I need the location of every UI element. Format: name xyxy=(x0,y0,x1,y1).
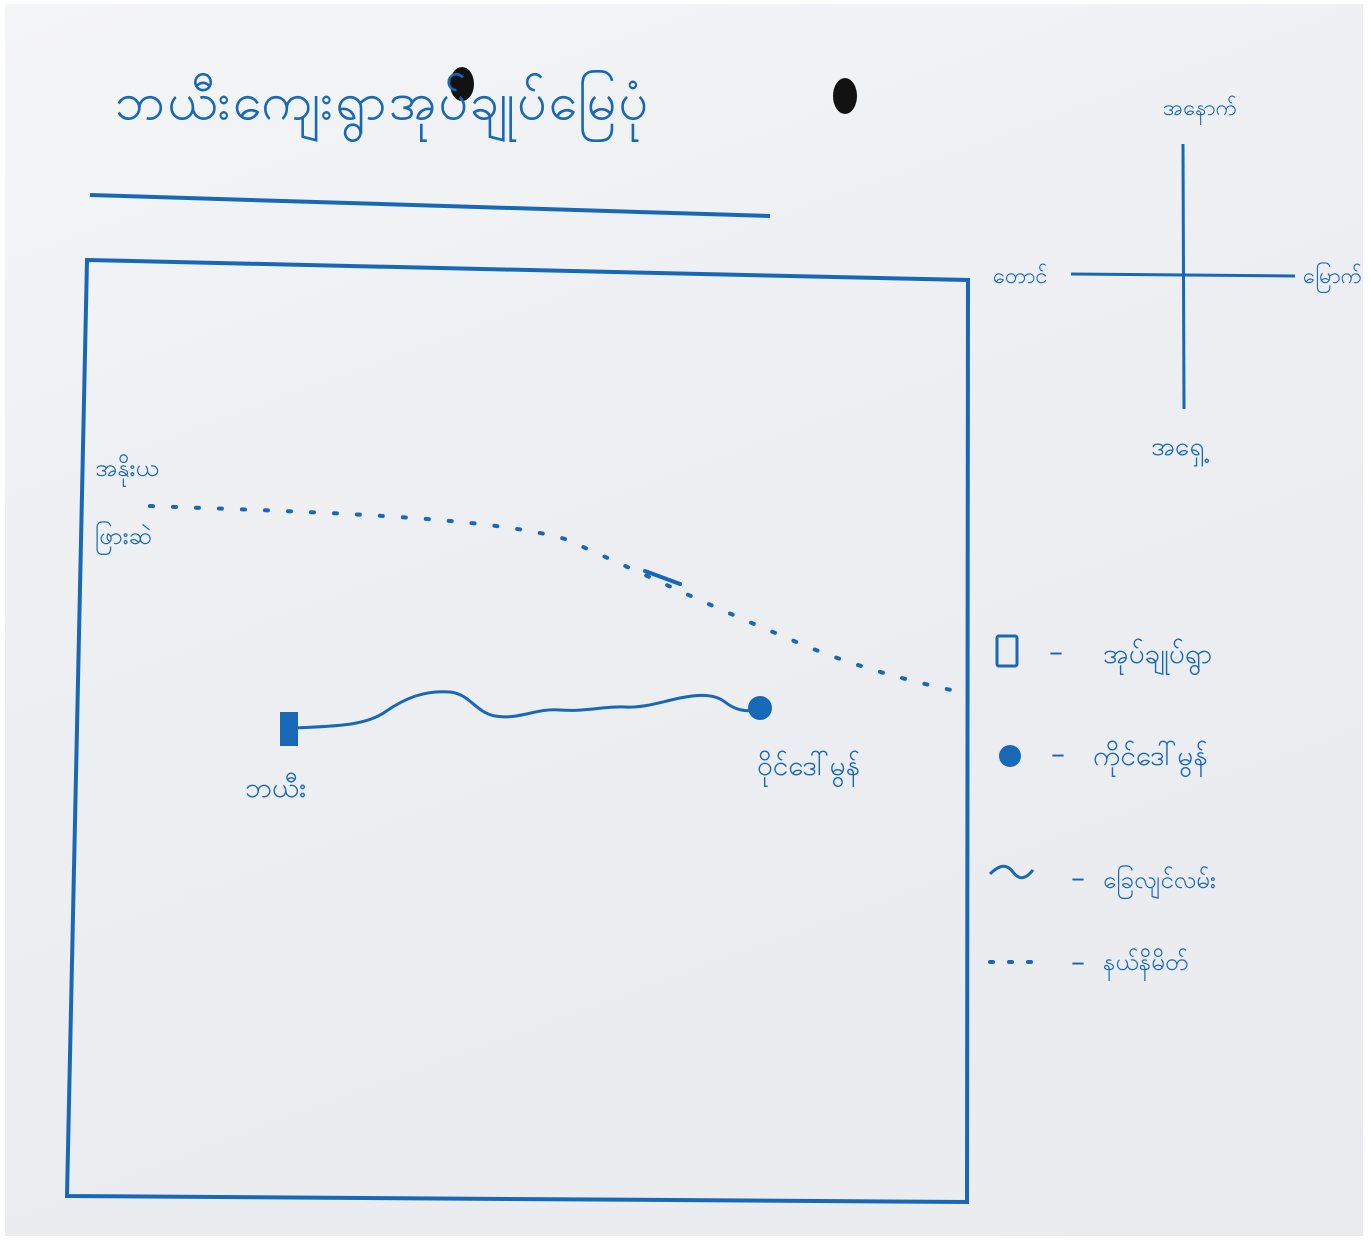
legend-circle-symbol xyxy=(999,745,1021,767)
legend-label-village: အုပ်ချုပ်ရွာ xyxy=(1103,637,1213,670)
compass-north-label: အနောက် xyxy=(1163,96,1238,121)
compass-south-label: အရှေ့ xyxy=(1151,432,1205,462)
map-frame xyxy=(64,257,971,1205)
map-title: ဘယီးကျေးရွာအုပ်ချုပ်မြေပုံ xyxy=(115,72,650,132)
punch-hole-left xyxy=(450,67,474,101)
school-marker xyxy=(748,696,772,720)
title-underline xyxy=(89,193,771,218)
legend-dash: – xyxy=(1051,737,1065,770)
legend-square-symbol xyxy=(995,634,1019,668)
footpath-line xyxy=(294,690,758,730)
legend-dash: – xyxy=(1071,861,1085,894)
legend-dash: – xyxy=(1049,635,1063,668)
village-label: ဘယီး xyxy=(245,771,307,804)
boundary-area-label: ဖြားဆဲ xyxy=(95,522,152,550)
legend-dash: – xyxy=(1071,945,1085,978)
boundary-dash-mark xyxy=(643,569,682,586)
legend-label-footpath: ခြေလျင်လမ်း xyxy=(1103,866,1216,894)
legend-label-boundary: နယ်နိမိတ် xyxy=(1103,948,1189,976)
compass-horizontal-line xyxy=(1070,272,1296,278)
legend-label-school: ကိုင်ဒေါ်မွန် xyxy=(1093,739,1208,772)
boundary-area-label: အနိုးယ xyxy=(95,454,159,482)
compass-west-label: တောင် xyxy=(993,264,1048,289)
boundary-dotted-line xyxy=(148,504,962,694)
paper-sheet: ဘယီးကျေးရွာအုပ်ချုပ်မြေပုံ အနောက် တောင် … xyxy=(5,4,1363,1236)
compass-east-label: မြောက် xyxy=(1303,264,1363,289)
map-drawing xyxy=(64,67,1296,1205)
punch-hole-right xyxy=(833,78,857,114)
village-marker xyxy=(280,712,298,746)
school-label: ဝိုင်ဒေါ်မွန် xyxy=(757,749,861,782)
legend-wavy-symbol xyxy=(988,864,1035,880)
